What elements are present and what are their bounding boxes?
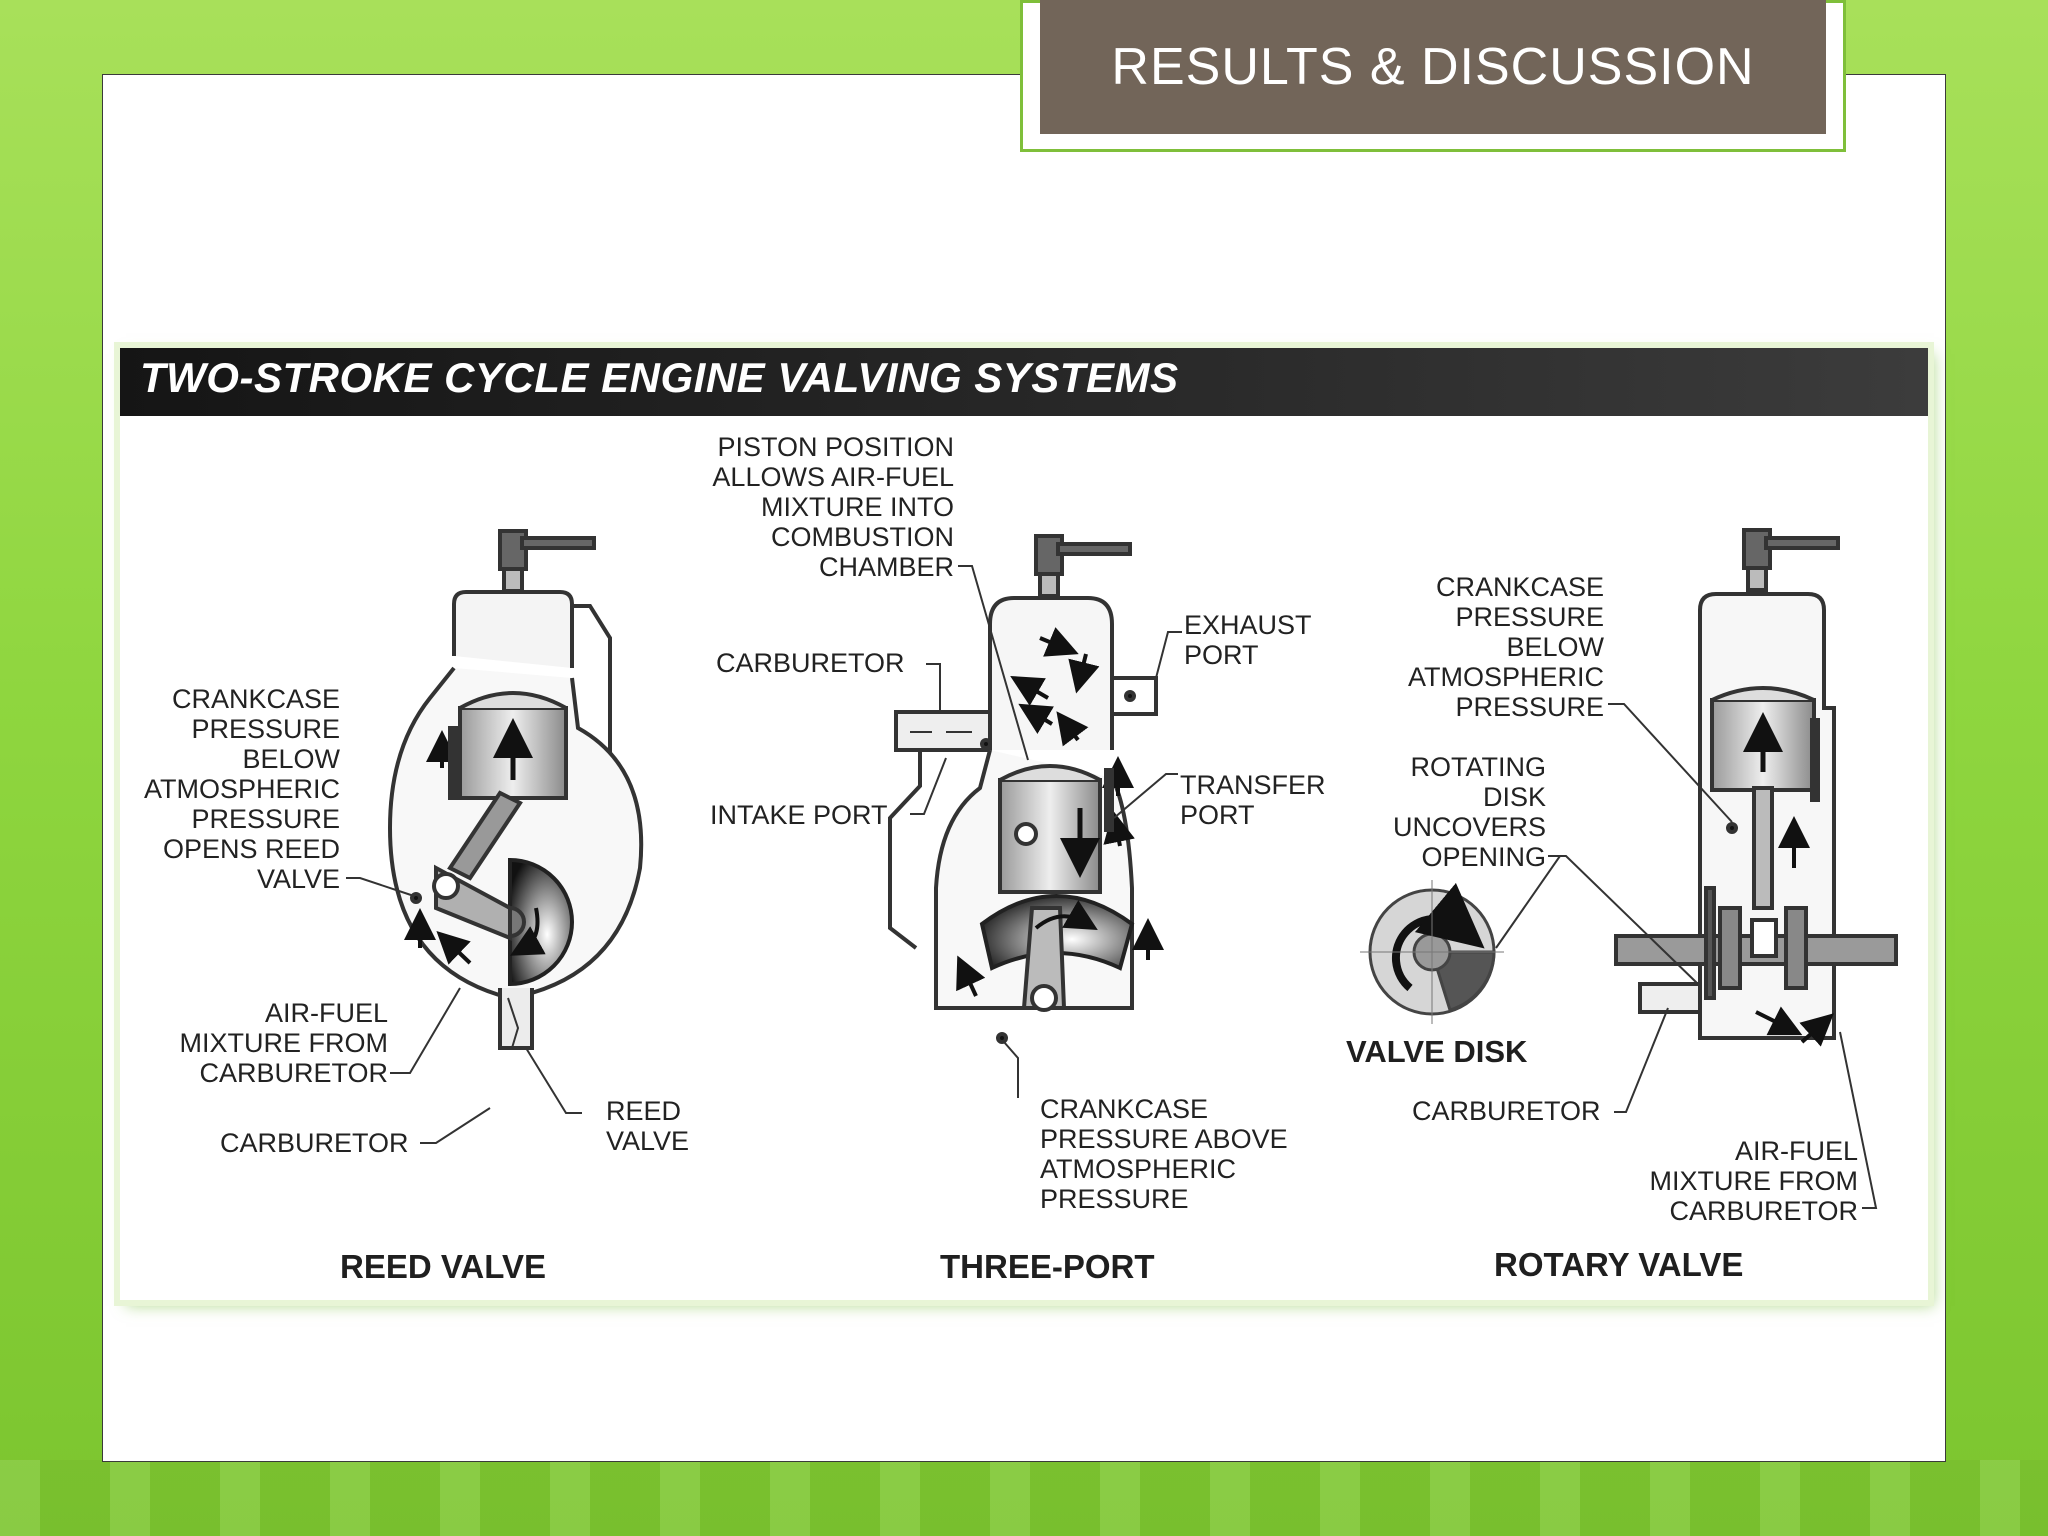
reed-valve-caption: REED VALVE [340, 1248, 546, 1285]
rotary-mixture-label: AIR-FUEL MIXTURE FROM CARBURETOR [1649, 1136, 1859, 1226]
valve-disk-diagram [1360, 880, 1504, 1024]
reed-mixture-label: AIR-FUEL MIXTURE FROM CARBURETOR [179, 998, 389, 1088]
rotary-carburetor-label: CARBURETOR [1412, 1096, 1601, 1126]
figure-title: TWO-STROKE CYCLE ENGINE VALVING SYSTEMS [140, 354, 1179, 401]
three-port-crankcase-label: CRANKCASE PRESSURE ABOVE ATMOSPHERIC PRE… [1040, 1094, 1288, 1214]
figure-header-bar: TWO-STROKE CYCLE ENGINE VALVING SYSTEMS [120, 348, 1928, 416]
three-port-intake-label: INTAKE PORT [710, 800, 888, 830]
three-port-carburetor-label: CARBURETOR [716, 648, 905, 678]
three-port-exhaust-label: EXHAUST PORT [1184, 610, 1312, 670]
rotary-valve-caption: ROTARY VALVE [1494, 1246, 1744, 1283]
rotary-disk-label: ROTATING DISK UNCOVERS OPENING [1392, 752, 1546, 872]
reed-carburetor-label: CARBURETOR [220, 1128, 409, 1158]
reed-crankcase-label: CRANKCASE PRESSURE BELOW ATMOSPHERIC PRE… [143, 684, 340, 894]
three-port-transfer-label: TRANSFER PORT [1180, 770, 1326, 830]
slide-title: RESULTS & DISCUSSION [1040, 0, 1826, 134]
three-port-leader-lines [910, 565, 1182, 1098]
three-port-piston-label: PISTON POSITION ALLOWS AIR-FUEL MIXTURE … [712, 432, 954, 582]
rotary-valve-engine [1614, 528, 1898, 1047]
background-stripes [0, 1460, 2048, 1536]
spark-plug-icon [498, 529, 596, 593]
three-port-engine [888, 534, 1164, 1044]
engine-diagrams-svg [346, 528, 1898, 1209]
spark-plug-icon [1034, 534, 1132, 598]
spark-plug-icon [1742, 528, 1840, 592]
valve-disk-label: VALVE DISK [1346, 1034, 1528, 1069]
rotary-leader-lines [1495, 703, 1878, 1209]
reed-valve-label: REED VALVE [606, 1096, 690, 1156]
reed-valve-engine [387, 529, 644, 1050]
engine-valving-figure: TWO-STROKE CYCLE ENGINE VALVING SYSTEMS [120, 348, 1928, 1300]
three-port-caption: THREE-PORT [940, 1248, 1155, 1285]
reed-leader-lines [346, 877, 582, 1144]
rotary-crankcase-label: CRANKCASE PRESSURE BELOW ATMOSPHERIC PRE… [1407, 572, 1604, 722]
